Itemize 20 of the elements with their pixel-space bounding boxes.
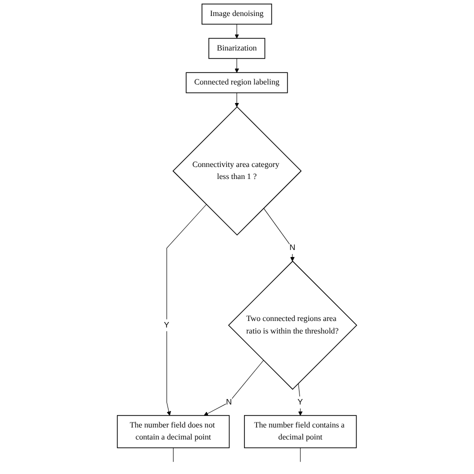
edge-label: Y (297, 398, 303, 406)
node-box: Binarization (208, 38, 266, 59)
node-box: The number field does not contain a decimal point (116, 415, 230, 448)
arrow (234, 92, 240, 108)
arrow (204, 360, 264, 416)
node-box: Image denoising (202, 4, 272, 25)
connector (173, 448, 174, 462)
edge-label: N (226, 398, 232, 406)
edge-label: N (289, 244, 296, 252)
arrow (166, 204, 207, 416)
node-box: Connected region labeling (186, 72, 288, 94)
arrow (234, 24, 240, 39)
arrow (234, 58, 240, 73)
node-diamond: Connectivity area category less than 1 ? (172, 106, 302, 236)
arrow (298, 383, 303, 416)
arrow (263, 208, 295, 262)
connector (300, 448, 301, 462)
edge-label: Y (164, 320, 170, 330)
node-diamond: Two connected regions area ratio is within the threshold? (228, 260, 358, 390)
node-box: The number field contains a decimal point (244, 415, 357, 448)
